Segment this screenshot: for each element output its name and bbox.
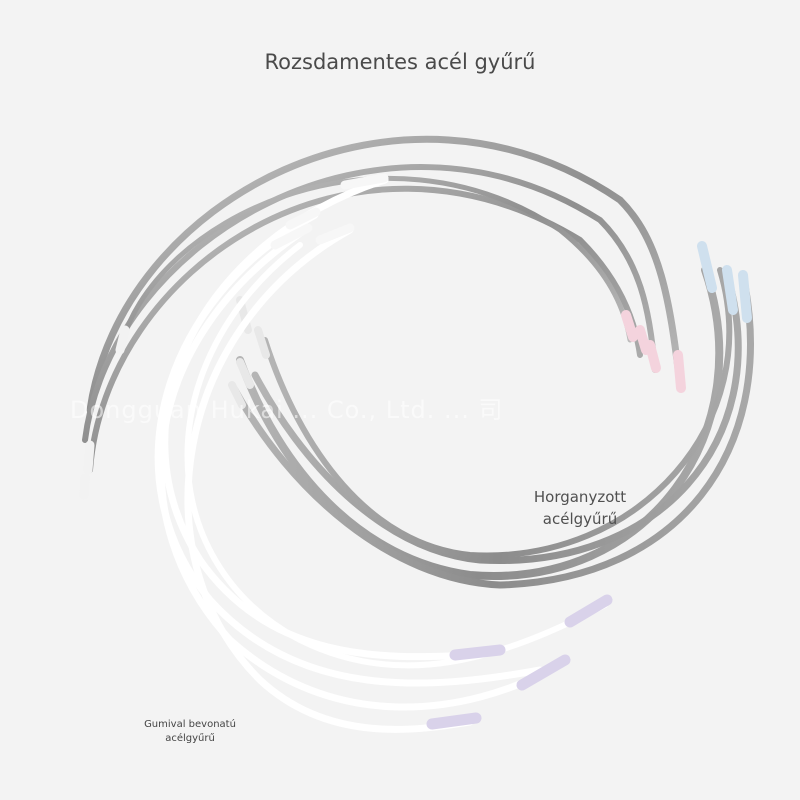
lavender-tip-4 [426,712,482,730]
lavender-tip-2 [564,594,613,628]
pink-tip-4 [621,310,638,342]
galvanized-steel-caption: Horganyzott acélgyűrű [505,486,655,530]
stainless-wire-4 [117,176,633,353]
white-tip-3 [115,325,130,355]
rubber-tip-1 [340,173,389,190]
stainless-steel-caption: Rozsdamentes acél gyűrű [264,50,536,74]
galvanized-wire-2 [251,281,742,565]
stainless-steel-wires [82,135,684,473]
lavender-tip-3 [516,654,571,691]
rubber-coated-wires [154,176,608,733]
rubber-caption-line-2: acélgyűrű [165,733,215,744]
white-tip-1 [83,440,95,475]
blue-tip-1 [697,241,717,293]
rubber-white-tips [270,173,389,250]
stainless-wire-3 [87,185,643,473]
rubber-tip-4 [315,223,355,245]
white-tip-2 [79,473,90,500]
blue-tip-3 [738,270,752,323]
blue-tips [697,241,752,323]
lavender-tip-1 [449,644,506,661]
rubber-tip-2 [285,207,321,230]
galvanized-wire-3 [231,281,754,589]
galv-white-tip-2 [254,326,270,359]
lavender-tips [426,594,613,730]
rubber-tip-3 [270,223,313,250]
blue-tip-2 [722,265,738,315]
pink-tips [621,310,686,393]
galvanized-wire-4 [262,267,733,559]
galvanized-caption-line-2: acélgyűrű [542,510,618,528]
galv-white-tip-4 [228,381,246,409]
stainless-wire-2 [82,164,658,443]
pink-tip-1 [673,350,686,393]
stainless-wire-1 [86,135,684,414]
watermark-text: Dongguan Hukai ... Co., Ltd. ... 司 [70,396,504,424]
rubber-wire-4 [184,226,474,733]
rubber-wire-5 [184,242,608,669]
galvanized-caption-line-1: Horganyzott [533,488,627,506]
rubber-coated-caption: Gumival bevonatú acélgyűrű [120,718,260,746]
rubber-caption-line-1: Gumival bevonatú [144,719,236,730]
pink-tip-2 [645,340,661,373]
white-end-tips [79,325,130,500]
pink-tip-3 [635,325,651,355]
galv-white-tip-3 [236,358,254,389]
galvanized-steel-wires [231,266,754,589]
